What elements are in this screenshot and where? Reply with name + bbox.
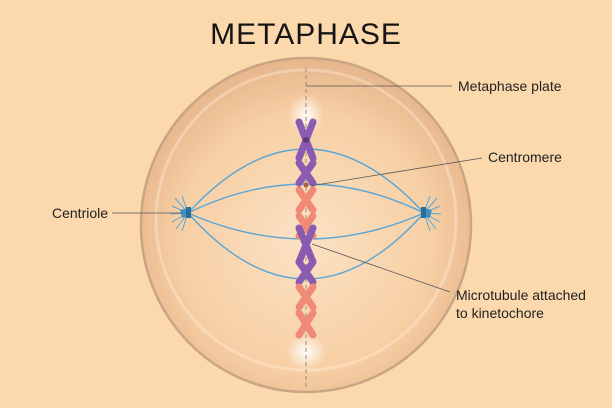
leader-centromere — [309, 157, 483, 187]
label-metaphase-plate: Metaphase plate — [458, 78, 562, 94]
chromosome-3 — [295, 182, 317, 214]
label-microtubule-line2: to kinetochore — [456, 305, 544, 321]
chromosome-2 — [295, 159, 317, 187]
leader-microtubule — [311, 243, 451, 293]
chromosome-7 — [295, 283, 317, 311]
chromosome-8 — [295, 309, 317, 339]
centriole-right — [421, 195, 442, 232]
label-microtubule-line1: Microtubule attached — [456, 287, 586, 303]
chromosome-6 — [295, 258, 317, 286]
label-centromere: Centromere — [488, 149, 562, 165]
label-centriole: Centriole — [52, 205, 108, 221]
centriole-left — [170, 195, 191, 232]
diagram-title: METAPHASE — [210, 18, 402, 51]
chromosome-1 — [295, 118, 317, 162]
